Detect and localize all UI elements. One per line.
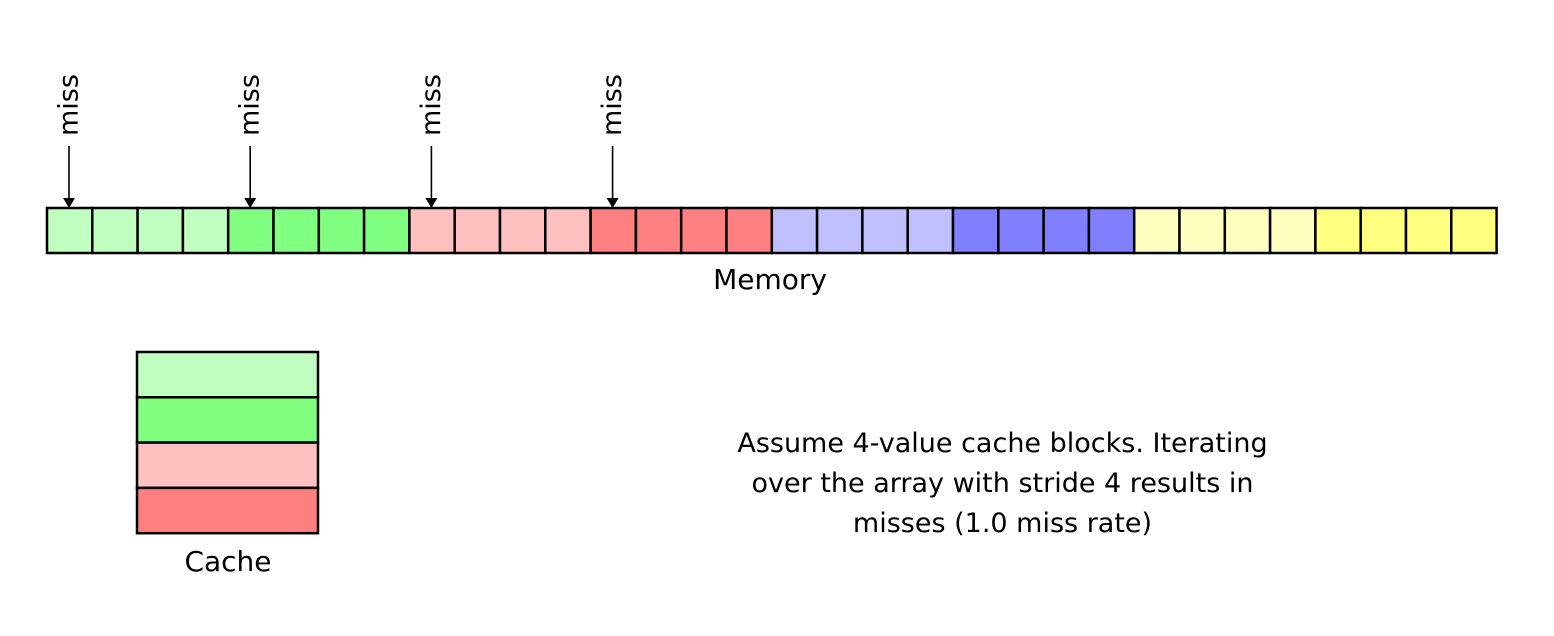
miss-label: miss xyxy=(597,74,628,136)
memory-cell xyxy=(951,206,1000,255)
memory-cell xyxy=(1223,206,1272,255)
memory-cell xyxy=(770,206,819,255)
cache-block xyxy=(135,350,320,399)
memory-cell xyxy=(634,206,683,255)
memory-cell xyxy=(861,206,909,255)
memory-cell xyxy=(91,206,139,255)
memory-cell xyxy=(1042,206,1091,255)
memory-cell xyxy=(181,206,230,255)
memory-cell xyxy=(997,206,1045,255)
cache xyxy=(135,350,320,535)
memory-cell xyxy=(453,206,502,255)
memory-cell xyxy=(272,206,321,255)
cache-block xyxy=(135,441,320,490)
memory-cell xyxy=(1404,206,1453,255)
memory-array xyxy=(45,206,1498,255)
memory-cell xyxy=(544,206,592,255)
memory-cell xyxy=(1314,206,1362,255)
miss-label: miss xyxy=(416,74,447,136)
memory-cell xyxy=(226,206,275,255)
memory-cell xyxy=(362,206,411,255)
memory-cell xyxy=(498,206,547,255)
miss-label: miss xyxy=(235,74,266,136)
memory-cell xyxy=(45,206,94,255)
memory-cell xyxy=(906,206,955,255)
memory-cell xyxy=(725,206,774,255)
caption-line-2: over the array with stride 4 results in xyxy=(751,468,1254,499)
memory-cell xyxy=(589,206,638,255)
caption-line-3: misses (1.0 miss rate) xyxy=(852,508,1153,539)
memory-cell xyxy=(317,206,366,255)
memory-cell xyxy=(1087,206,1136,255)
caption-text: Assume 4-value cache blocks. Iterating o… xyxy=(700,424,1305,544)
cache-block xyxy=(135,486,320,535)
caption-line-1: Assume 4-value cache blocks. Iterating xyxy=(737,428,1268,459)
memory-cell xyxy=(1359,206,1408,255)
access-markers: miss miss miss miss xyxy=(54,74,628,208)
memory-cell xyxy=(1268,206,1317,255)
memory-cell xyxy=(408,206,456,255)
memory-cell xyxy=(815,206,864,255)
cache-block xyxy=(135,396,320,444)
memory-cell xyxy=(679,206,728,255)
memory-cell xyxy=(1132,206,1181,255)
memory-cell xyxy=(136,206,185,255)
memory-cell xyxy=(1450,206,1498,255)
cache-label: Cache xyxy=(184,545,272,578)
memory-label: Memory xyxy=(713,263,827,296)
memory-cell xyxy=(1178,206,1227,255)
miss-label: miss xyxy=(54,74,85,136)
